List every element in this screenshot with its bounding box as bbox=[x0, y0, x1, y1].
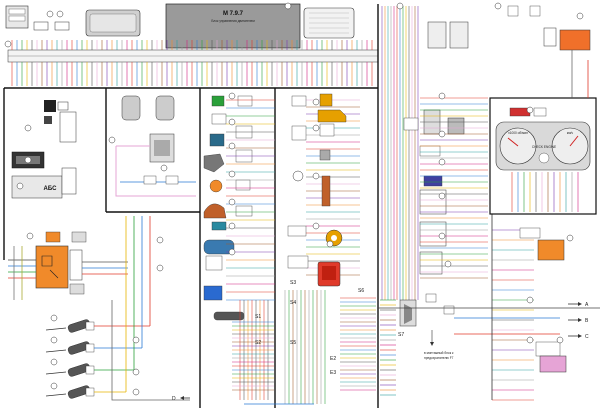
callout-marker bbox=[24, 124, 32, 132]
callout-marker bbox=[438, 92, 446, 100]
cluster-wires bbox=[511, 50, 589, 212]
spark-plugs bbox=[45, 319, 95, 399]
arrow-label-a: A bbox=[585, 302, 589, 308]
callout-marker bbox=[16, 182, 24, 190]
callout-marker bbox=[556, 336, 564, 344]
ecu-subtitle: Блок управления двигателем bbox=[211, 19, 254, 23]
callout-marker bbox=[576, 12, 584, 20]
label-s6: S6 bbox=[358, 288, 364, 294]
callout-marker bbox=[438, 192, 446, 200]
callout-marker bbox=[438, 158, 446, 166]
ignition-module bbox=[35, 245, 85, 295]
callout-marker bbox=[156, 236, 164, 244]
spark-plug-3 bbox=[45, 363, 95, 377]
callout-marker bbox=[526, 106, 534, 114]
callout-marker bbox=[132, 368, 140, 376]
instrument-cluster: x1000 об/мин км/ч CHECK ENGINE bbox=[489, 97, 597, 215]
callout-marker bbox=[284, 2, 292, 10]
label-s4: S4 bbox=[290, 300, 296, 306]
arrow-markers: A B C D bbox=[172, 302, 589, 402]
callout-marker bbox=[50, 382, 58, 390]
callout-marker bbox=[228, 198, 236, 206]
label-e3: E3 bbox=[330, 370, 336, 376]
callout-marker bbox=[312, 98, 320, 106]
harness-bundles: S1 S2 S3 S4 S5 S6 S7 E2 E3 bbox=[255, 280, 404, 376]
callout-marker bbox=[228, 170, 236, 178]
top-connectors bbox=[5, 5, 355, 39]
callout-marker bbox=[566, 234, 574, 242]
arrow-label-c: C bbox=[585, 334, 589, 340]
ecu-title: M 7.9.7 bbox=[223, 11, 244, 17]
ecu-output-wires bbox=[11, 6, 419, 300]
callout-marker bbox=[4, 40, 12, 48]
center-wires bbox=[226, 99, 360, 405]
ecu-block: M 7.9.7 Блок управления двигателем bbox=[165, 3, 301, 49]
callout-marker bbox=[56, 10, 64, 18]
arrow-label-b: B bbox=[585, 318, 589, 324]
note-fuse: предохранителю F7 bbox=[424, 356, 454, 360]
callout-marker bbox=[312, 222, 320, 230]
label-s7: S7 bbox=[398, 332, 404, 338]
callouts bbox=[4, 2, 584, 396]
main-bus bbox=[3, 4, 379, 408]
callout-marker bbox=[228, 248, 236, 256]
callout-marker bbox=[26, 232, 34, 240]
mounting-note: в монтажный блок к предохранителю F7 bbox=[424, 330, 454, 360]
callout-marker bbox=[438, 130, 446, 138]
abs-label: АБС bbox=[44, 186, 58, 192]
callout-marker bbox=[228, 118, 236, 126]
label-s3: S3 bbox=[290, 280, 296, 286]
callout-marker bbox=[160, 164, 168, 172]
bundle-wires bbox=[232, 297, 396, 396]
spark-plug-2 bbox=[45, 341, 95, 355]
tachometer-label: x1000 об/мин bbox=[508, 131, 528, 135]
left-column: АБС bbox=[11, 100, 87, 243]
right-sensors bbox=[287, 93, 347, 287]
arrow-label-d: D bbox=[172, 396, 176, 402]
callout-marker bbox=[50, 358, 58, 366]
note-mounting-block: в монтажный блок к bbox=[424, 351, 454, 355]
ecu-pin-strip bbox=[7, 49, 379, 63]
speedometer-label: км/ч bbox=[567, 131, 573, 135]
callout-marker bbox=[312, 172, 320, 180]
spark-plug-wires bbox=[94, 216, 190, 401]
label-s1: S1 bbox=[255, 314, 261, 320]
callout-marker bbox=[228, 222, 236, 230]
callout-marker bbox=[50, 336, 58, 344]
callout-marker bbox=[50, 314, 58, 322]
callout-marker bbox=[526, 296, 534, 304]
label-s2: S2 bbox=[255, 340, 261, 346]
spark-plug-1 bbox=[45, 319, 95, 333]
callout-marker bbox=[108, 136, 116, 144]
callout-marker bbox=[228, 142, 236, 150]
callout-marker bbox=[396, 2, 404, 10]
callout-marker bbox=[132, 388, 140, 396]
callout-marker bbox=[156, 264, 164, 272]
callout-marker bbox=[228, 92, 236, 100]
label-e2: E2 bbox=[330, 356, 336, 362]
idle-control-block bbox=[115, 95, 196, 197]
label-s5: S5 bbox=[290, 340, 296, 346]
callout-marker bbox=[526, 336, 534, 344]
center-sensors bbox=[203, 95, 253, 321]
callout-marker bbox=[46, 10, 54, 18]
callout-marker bbox=[326, 240, 334, 248]
callout-marker bbox=[312, 124, 320, 132]
callout-marker bbox=[444, 260, 452, 268]
callout-marker bbox=[438, 232, 446, 240]
check-engine-label: CHECK ENGINE bbox=[532, 145, 556, 149]
right-components bbox=[519, 227, 567, 373]
callout-marker bbox=[132, 336, 140, 344]
callout-marker bbox=[24, 156, 32, 164]
callout-marker bbox=[494, 2, 502, 10]
ignition-wires bbox=[8, 246, 128, 300]
